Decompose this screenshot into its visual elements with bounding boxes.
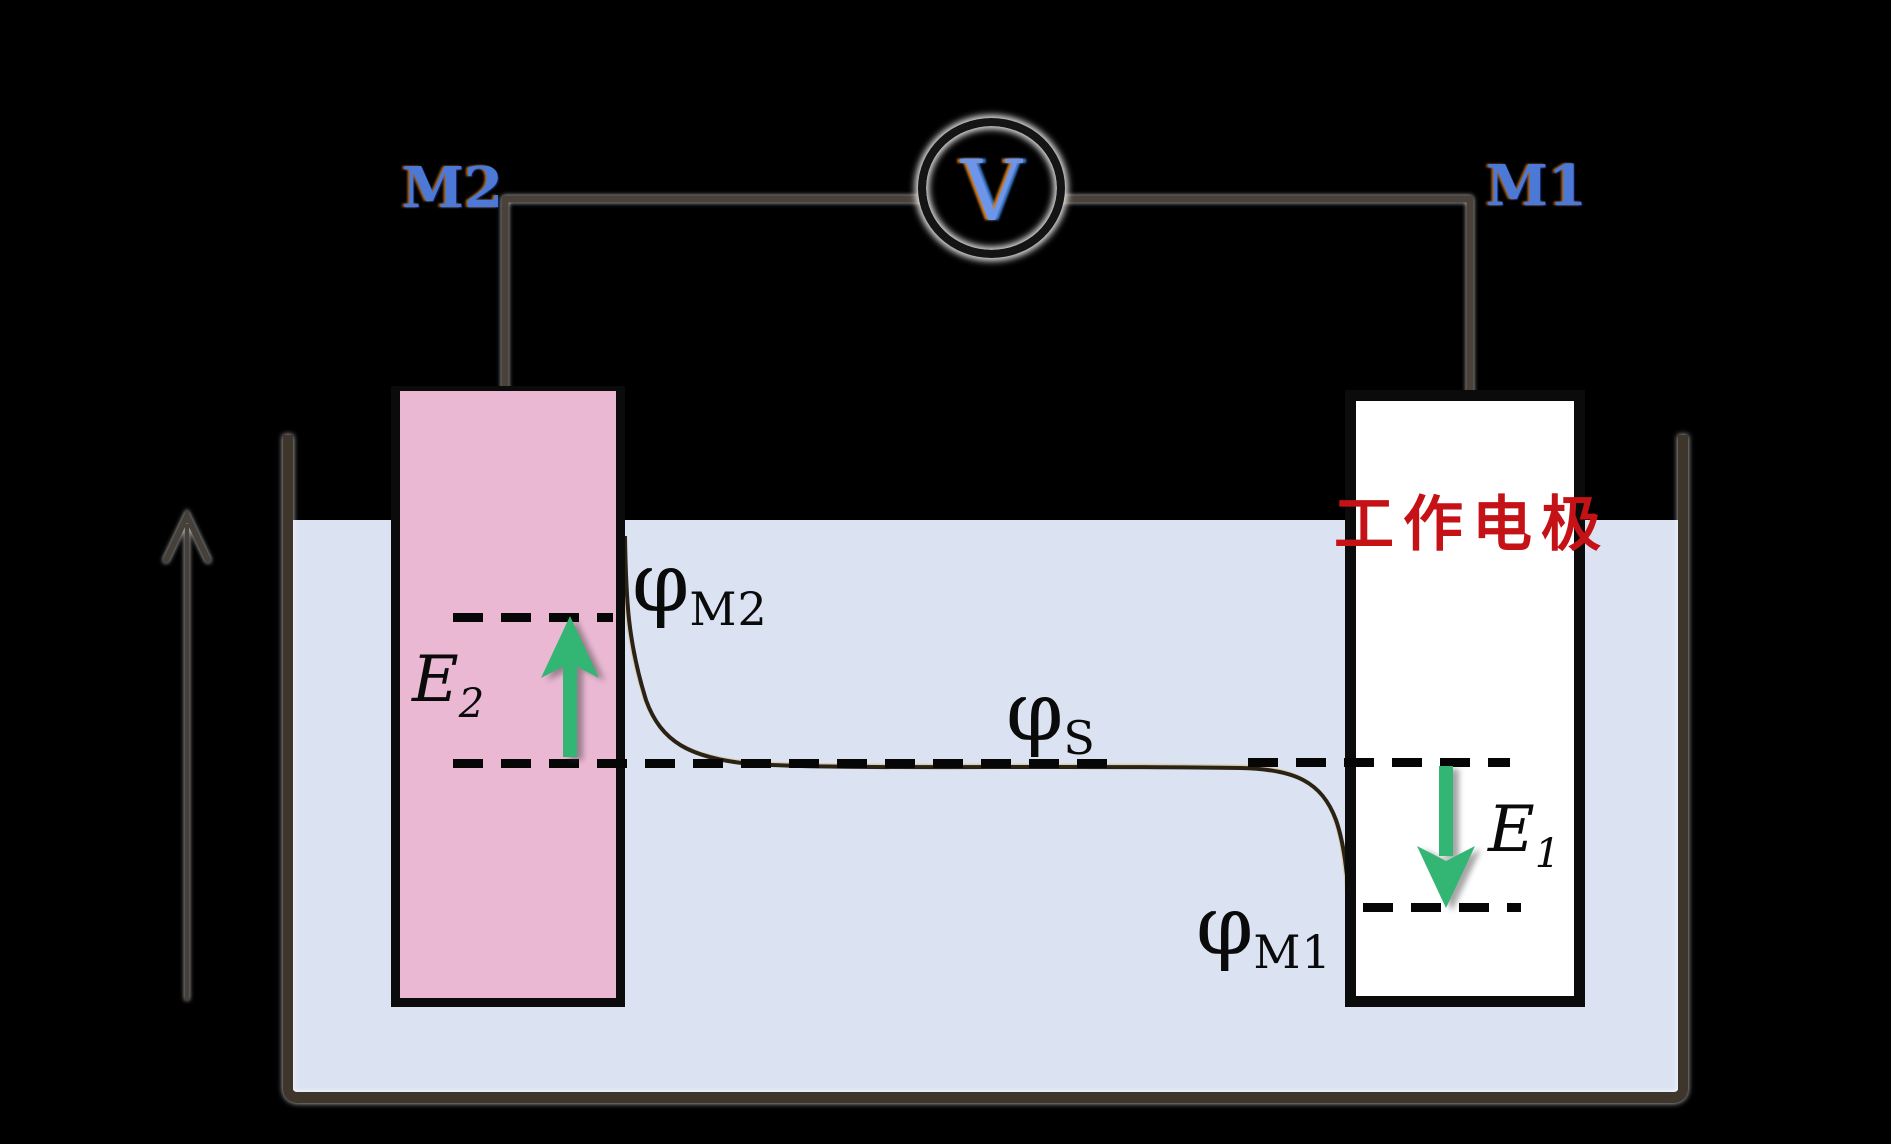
- phi-s-symbol: φ: [1006, 665, 1064, 760]
- e1-arrow-down-icon: [1417, 846, 1475, 908]
- phi-m1-level-line: [1363, 903, 1521, 912]
- phi-m1-subscript: M1: [1253, 925, 1332, 979]
- e2-arrow-up-icon: [541, 616, 599, 678]
- voltmeter-label: V: [961, 142, 1022, 240]
- phi-s-level-line-right: [1248, 758, 1510, 767]
- phi-s-level-line-left: [453, 759, 1113, 768]
- voltmeter: V: [918, 118, 1065, 258]
- phi-m2-label: φM2: [632, 543, 768, 633]
- beaker-outline: [283, 435, 1688, 1103]
- e2-subscript: 2: [458, 681, 485, 727]
- phi-m2-level-line: [453, 613, 613, 622]
- phi-m2-symbol: φ: [632, 536, 690, 631]
- phi-s-label: φS: [1006, 672, 1096, 762]
- e1-symbol: E: [1488, 793, 1535, 867]
- phi-m1-symbol: φ: [1196, 879, 1254, 974]
- e1-label: E1: [1488, 798, 1560, 874]
- electrode-m2-counter: [391, 386, 625, 1007]
- phi-m2-subscript: M2: [689, 582, 768, 636]
- terminal-label-m1: M1: [1486, 153, 1587, 219]
- e1-subscript: 1: [1534, 831, 1561, 877]
- working-electrode-annotation: 工作电极: [1334, 490, 1610, 560]
- e2-symbol: E: [412, 643, 459, 717]
- phi-s-subscript: S: [1063, 711, 1096, 765]
- axis-arrowhead-icon: [163, 509, 211, 563]
- phi-m1-label: φM1: [1196, 886, 1332, 976]
- e2-label: E2: [412, 648, 484, 724]
- terminal-label-m2: M2: [402, 155, 503, 221]
